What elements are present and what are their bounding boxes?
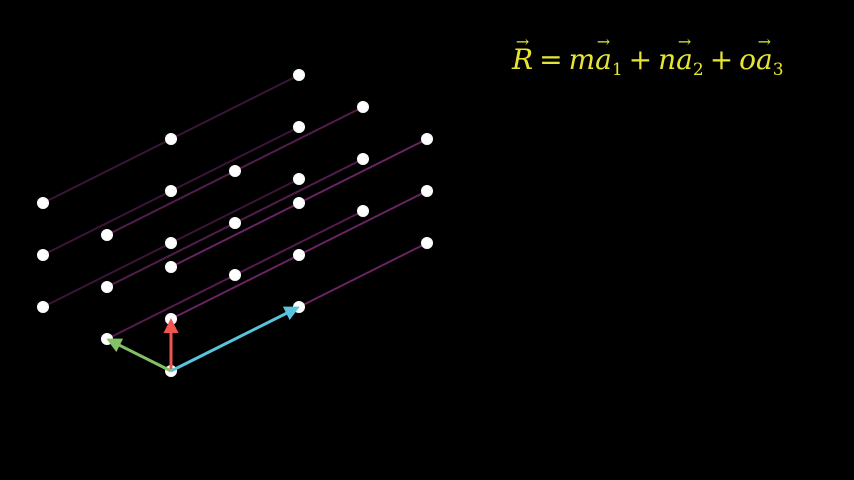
formula-R: R: [512, 40, 533, 80]
lattice-point: [293, 197, 305, 209]
formula-sub-2: 2: [692, 60, 704, 80]
lattice-point: [101, 229, 113, 241]
lattice-point: [293, 249, 305, 261]
lattice-point: [37, 301, 49, 313]
lattice-point: [229, 165, 241, 177]
vector-a2-arrow: [106, 338, 172, 373]
formula-plus-2: +: [709, 43, 734, 76]
lattice-vector-formula: R=ma1+na2+oa3: [512, 40, 784, 90]
lattice-point: [293, 121, 305, 133]
lattice-points: [37, 69, 433, 377]
formula-plus-1: +: [628, 43, 653, 76]
lattice-point: [165, 133, 177, 145]
lattice-point: [421, 237, 433, 249]
formula-n: n: [658, 43, 677, 76]
vector-a3-arrow: [170, 306, 300, 373]
lattice-point: [421, 133, 433, 145]
lattice-point: [229, 269, 241, 281]
lattice-point: [421, 185, 433, 197]
lattice-point: [165, 237, 177, 249]
lattice-point: [229, 217, 241, 229]
lattice-point: [293, 173, 305, 185]
lattice-point: [101, 333, 113, 345]
formula-sub-1: 1: [611, 60, 623, 80]
lattice-point: [37, 249, 49, 261]
lattice-point: [165, 261, 177, 273]
formula-m: m: [568, 43, 596, 76]
lattice-point: [357, 101, 369, 113]
formula-sub-3: 3: [772, 60, 784, 80]
formula-o: o: [739, 43, 757, 76]
formula-a2: a: [676, 40, 693, 80]
basis-vectors: [106, 306, 300, 373]
lattice-point: [37, 197, 49, 209]
lattice-point: [357, 153, 369, 165]
lattice-point: [293, 69, 305, 81]
lattice-point: [165, 185, 177, 197]
lattice-point: [357, 205, 369, 217]
formula-a3: a: [756, 40, 773, 80]
lattice-point: [293, 301, 305, 313]
lattice-point: [101, 281, 113, 293]
formula-equals: =: [539, 43, 563, 76]
formula-a1: a: [595, 40, 612, 80]
